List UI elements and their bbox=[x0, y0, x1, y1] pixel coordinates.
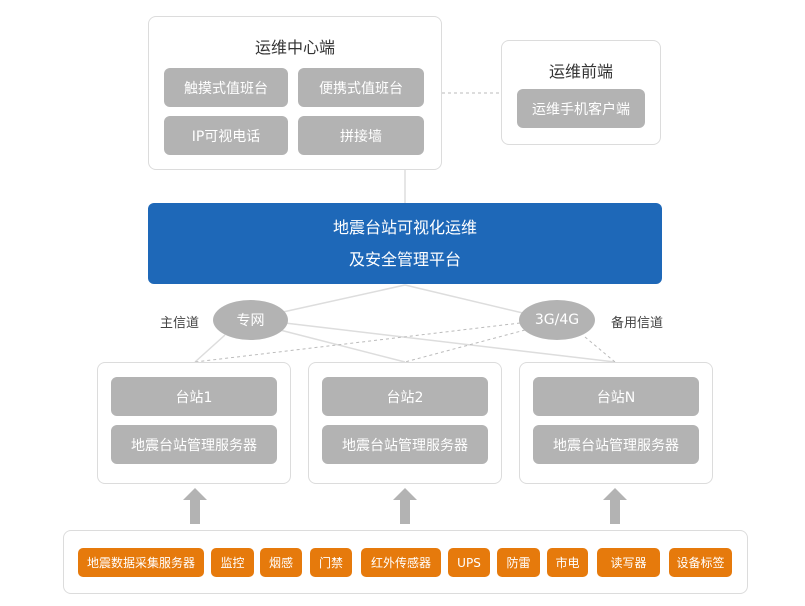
station-name[interactable]: 台站N bbox=[533, 377, 699, 416]
ops-center-item[interactable]: 触摸式值班台 bbox=[164, 68, 288, 107]
device-item[interactable]: 市电 bbox=[547, 548, 588, 577]
platform-backup-link bbox=[404, 284, 528, 315]
device-item[interactable]: 烟感 bbox=[260, 548, 302, 577]
primary-channel-label: 主信道 bbox=[160, 316, 200, 331]
backup-station2-link bbox=[404, 329, 526, 363]
backup-station1-link bbox=[194, 322, 521, 363]
station-name[interactable]: 台站1 bbox=[111, 377, 277, 416]
device-item[interactable]: 红外传感器 bbox=[361, 548, 441, 577]
device-item[interactable]: UPS bbox=[448, 548, 490, 577]
mobile-network-node: 3G/4G bbox=[519, 300, 595, 340]
station-server[interactable]: 地震台站管理服务器 bbox=[533, 425, 699, 464]
platform-box[interactable]: 地震台站可视化运维 及安全管理平台 bbox=[148, 203, 662, 284]
device-item[interactable]: 设备标签 bbox=[669, 548, 732, 577]
ops-front-item[interactable]: 运维手机客户端 bbox=[517, 89, 645, 128]
platform-primary-link bbox=[282, 284, 406, 313]
up-arrow-icon bbox=[393, 488, 417, 524]
device-item[interactable]: 门禁 bbox=[310, 548, 352, 577]
station-server[interactable]: 地震台站管理服务器 bbox=[111, 425, 277, 464]
ops-center-item[interactable]: 便携式值班台 bbox=[298, 68, 424, 107]
primary-stationN-link bbox=[284, 322, 616, 363]
platform-title-line2: 及安全管理平台 bbox=[348, 250, 461, 269]
up-arrow-icon bbox=[603, 488, 627, 524]
ops-center-item[interactable]: IP可视电话 bbox=[164, 116, 288, 155]
device-item[interactable]: 地震数据采集服务器 bbox=[78, 548, 204, 577]
station-server[interactable]: 地震台站管理服务器 bbox=[322, 425, 488, 464]
platform-title-line1: 地震台站可视化运维 bbox=[332, 218, 477, 237]
ops-front-title: 运维前端 bbox=[548, 62, 613, 81]
device-item[interactable]: 防雷 bbox=[497, 548, 540, 577]
up-arrow-icon bbox=[183, 488, 207, 524]
backup-channel-label: 备用信道 bbox=[611, 316, 664, 331]
private-network-node: 专网 bbox=[213, 300, 288, 340]
device-item[interactable]: 监控 bbox=[211, 548, 254, 577]
device-item[interactable]: 读写器 bbox=[597, 548, 660, 577]
primary-station1-link bbox=[194, 334, 226, 363]
ops-center-title: 运维中心端 bbox=[254, 38, 335, 57]
backup-stationN-link bbox=[584, 336, 616, 363]
ops-center-item[interactable]: 拼接墙 bbox=[298, 116, 424, 155]
primary-station2-link bbox=[279, 329, 406, 363]
station-name[interactable]: 台站2 bbox=[322, 377, 488, 416]
